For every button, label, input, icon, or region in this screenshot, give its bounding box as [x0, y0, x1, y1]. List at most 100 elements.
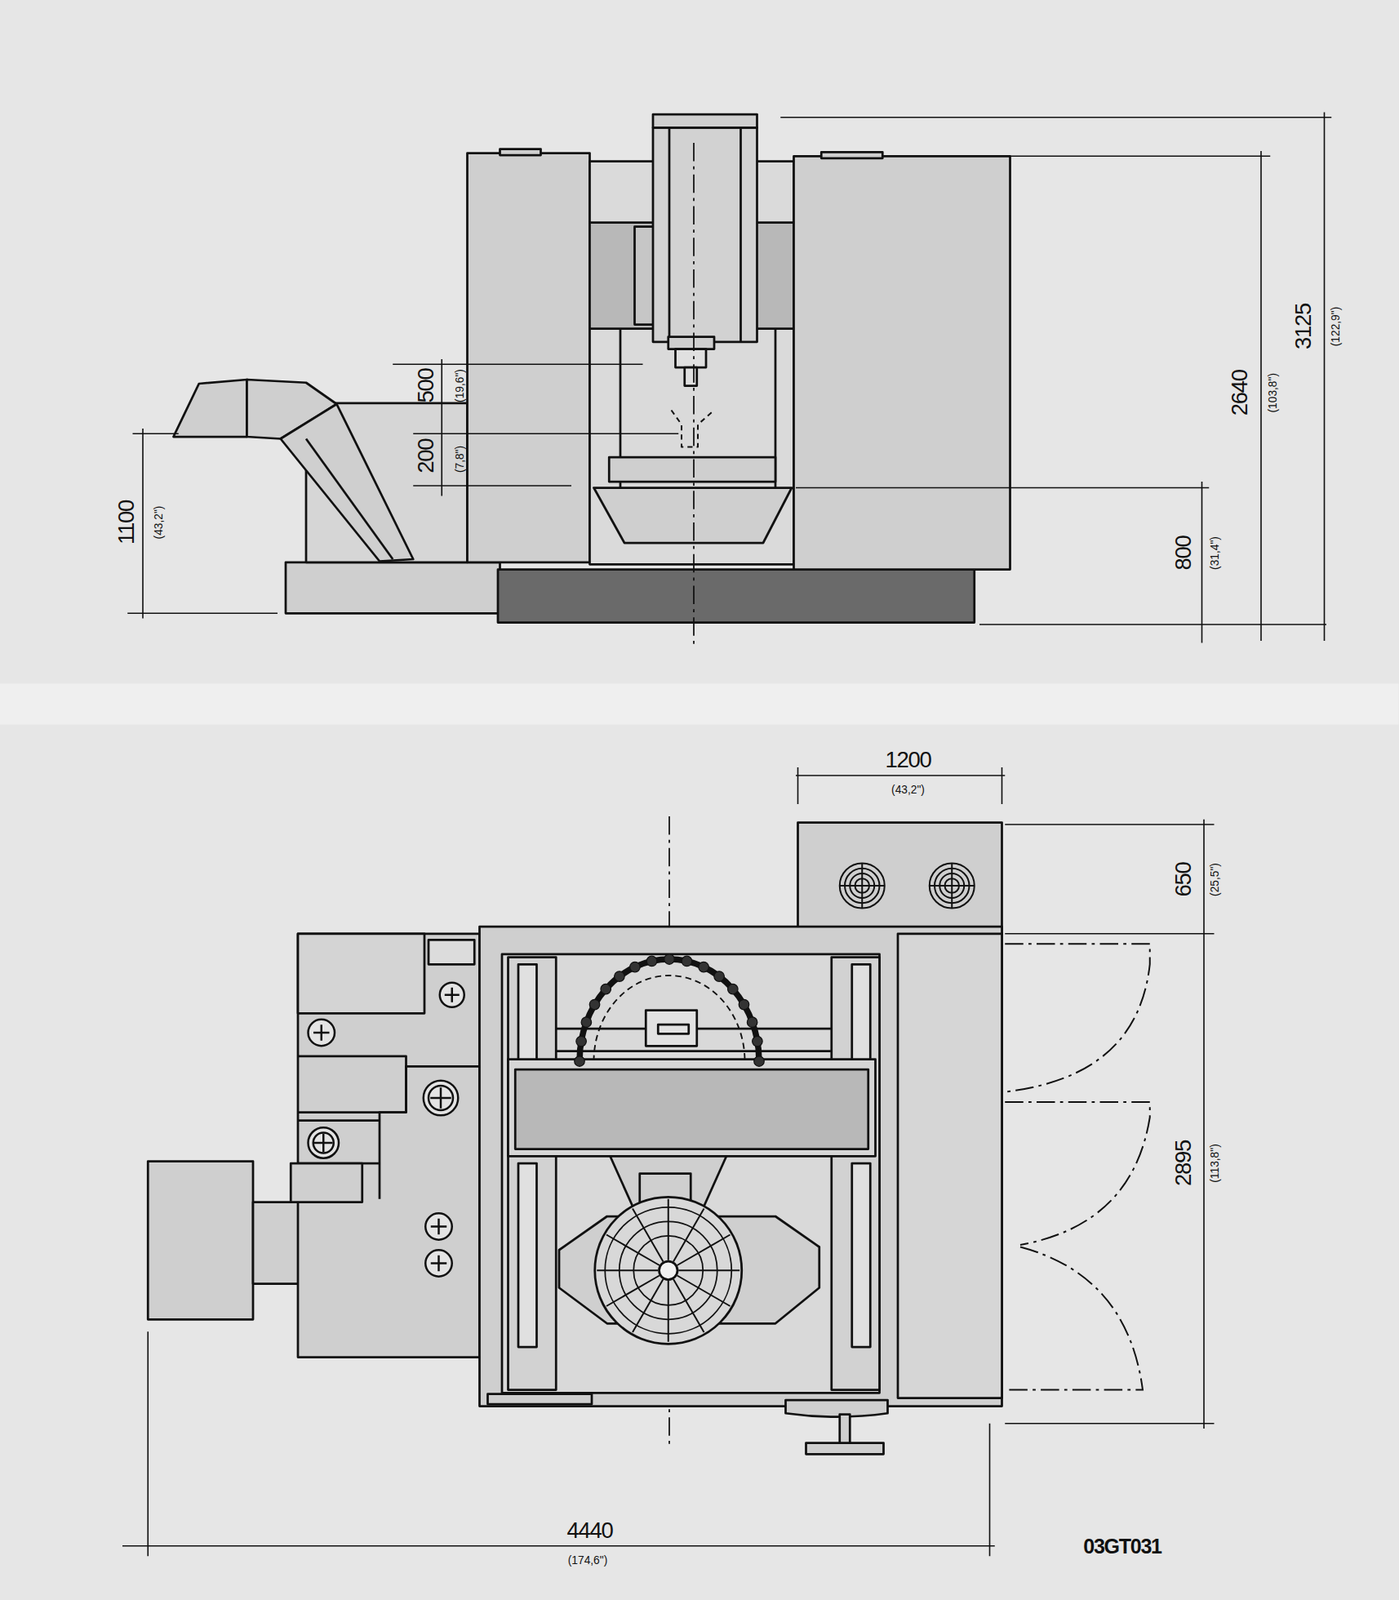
tool-pocket	[574, 1056, 586, 1067]
tool-pocket	[576, 1035, 587, 1047]
tool-pocket	[681, 955, 693, 967]
door-swing	[1004, 1247, 1143, 1391]
cabinet-fan	[839, 863, 975, 909]
dimension-lines	[780, 116, 1332, 119]
main-enclosure	[479, 926, 1003, 1407]
rotary-table	[606, 1275, 660, 1307]
rail-left	[518, 963, 538, 1066]
dimension-lines	[133, 432, 179, 435]
tool-changer	[657, 1024, 689, 1034]
dimension-lines	[146, 1331, 149, 1556]
rotary-table	[659, 1261, 679, 1280]
motor-symbol	[439, 1087, 443, 1109]
tool-pocket	[746, 1017, 758, 1028]
spindle-line	[668, 127, 671, 342]
rail-right	[852, 963, 871, 1066]
motor-symbol	[439, 982, 465, 1008]
motor-symbol	[322, 1133, 325, 1153]
tool-magazine	[579, 959, 760, 1062]
motor-symbol	[320, 1024, 324, 1041]
rotary-table	[596, 1199, 740, 1342]
unit-block	[428, 939, 475, 964]
dimension-value: 4440	[566, 1518, 613, 1542]
scan-band	[0, 683, 1399, 725]
dimension-lines	[413, 484, 572, 487]
dimension-value: 650	[1172, 861, 1195, 897]
dimension-lines	[127, 612, 278, 614]
door-panel	[897, 933, 1003, 1399]
bottom-strip	[786, 1399, 889, 1417]
motor-symbol	[437, 1255, 440, 1272]
unit-block	[379, 1065, 480, 1200]
inch-dimension: (113,8")	[1209, 1143, 1222, 1182]
cabinet-fan	[861, 863, 863, 909]
rotary-table	[667, 1280, 670, 1342]
tool-pocket	[754, 1056, 765, 1067]
dimension-lines	[1323, 112, 1326, 642]
dimension-lines	[795, 774, 1005, 777]
rotary-table	[673, 1279, 705, 1333]
dimension-value: 200	[415, 439, 439, 474]
tool-pocket	[589, 999, 600, 1010]
motor-symbol	[313, 1132, 334, 1154]
dimension-lines	[1004, 1422, 1214, 1425]
table	[608, 457, 776, 482]
tool-pocket	[630, 961, 641, 973]
conveyor-bin	[147, 1161, 254, 1320]
rotary-table	[678, 1269, 740, 1271]
bottom-strip	[488, 1394, 593, 1405]
dimension-lines	[795, 487, 1209, 489]
rotary-table	[667, 1199, 670, 1261]
inch-dimension: (19,6")	[454, 368, 467, 403]
left-cap	[500, 149, 542, 156]
inch-dimension: (25,5")	[1209, 862, 1222, 897]
base-left	[285, 562, 501, 614]
dimension-lines	[979, 623, 1327, 626]
door-swing	[1004, 943, 1151, 1390]
rotary-table	[632, 1279, 664, 1333]
aggregate-unit	[297, 933, 480, 1358]
rotary-table	[596, 1269, 658, 1271]
dimension-lines	[413, 432, 679, 435]
pendant	[806, 1443, 884, 1455]
rail-right	[852, 1163, 871, 1347]
tool-changer	[645, 1010, 698, 1047]
tool-pocket	[738, 999, 750, 1010]
tool-lower-position	[671, 410, 716, 448]
dimension-lines	[1001, 767, 1004, 804]
tool-magazine	[594, 975, 746, 1062]
drawing-number: 03GT031	[1083, 1535, 1161, 1556]
dimension-value: 800	[1172, 535, 1195, 570]
tool-pocket	[646, 955, 658, 967]
rail-left	[518, 1163, 538, 1347]
dimension-lines	[999, 155, 1271, 157]
cabinet-fan	[839, 863, 885, 909]
left-column	[467, 153, 591, 563]
cross-beam	[515, 1069, 869, 1150]
inch-dimension: (43,2")	[891, 784, 925, 796]
inch-dimension: (103,8")	[1267, 373, 1280, 413]
unit-block	[290, 1163, 363, 1203]
unit-block	[297, 933, 425, 1014]
inch-dimension: (43,2")	[153, 506, 165, 540]
dimension-value: 2640	[1228, 369, 1252, 416]
tool-pocket	[581, 1017, 592, 1028]
dimension-lines	[989, 1423, 991, 1557]
spindle-nose	[675, 349, 707, 369]
rotary-table	[677, 1275, 731, 1307]
chip-chute	[280, 404, 414, 562]
dimension-lines	[122, 112, 1332, 1557]
rail-left	[508, 957, 557, 1391]
motor-symbol	[308, 1127, 340, 1159]
chip-hopper	[173, 379, 248, 437]
rotary-table	[677, 1234, 731, 1266]
saddle	[594, 488, 793, 544]
tool-pocket	[752, 1035, 764, 1047]
inch-dimension: (7,8")	[454, 445, 467, 473]
tool-pocket	[600, 983, 612, 995]
door-swing	[1004, 1101, 1151, 1245]
electrical-cabinet	[798, 822, 1003, 934]
